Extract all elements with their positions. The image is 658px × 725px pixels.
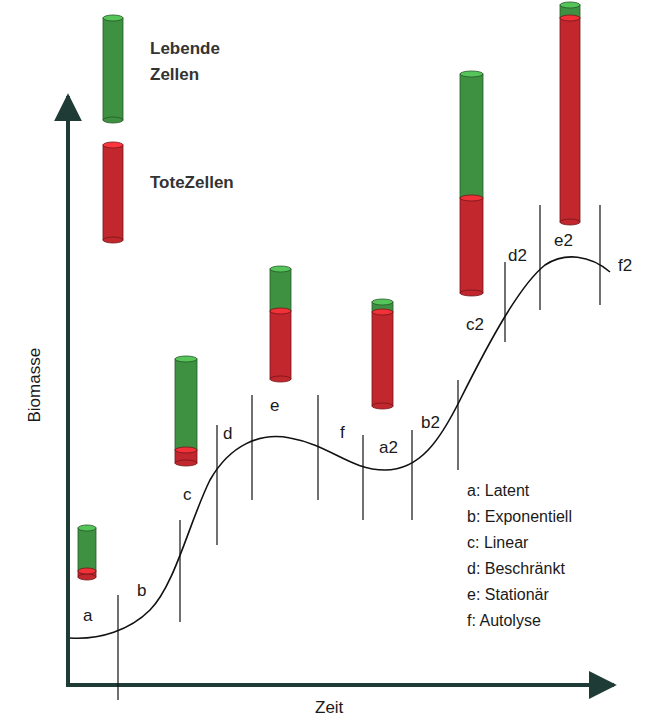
phase-letter: f2 (618, 256, 632, 276)
axis-title: Biomasse (25, 348, 45, 423)
phase-key: f: Autolyse (467, 611, 541, 630)
phase-letter: c2 (466, 315, 484, 335)
phase-letter: c (183, 485, 192, 505)
phase-letter: d2 (508, 246, 527, 266)
phase-letter: d (223, 424, 232, 444)
phase-letter: b (137, 581, 146, 601)
phase-letter: e (270, 396, 279, 416)
cell-cylinder (78, 525, 96, 580)
cell-cylinder (372, 299, 393, 409)
phase-letter: a (83, 606, 92, 626)
y-axis (66, 96, 70, 685)
cell-cylinder (175, 356, 197, 466)
phase-dividers (118, 205, 600, 700)
axis-title: Zeit (315, 698, 343, 718)
phase-letter: a2 (379, 438, 398, 458)
phase-key: a: Latent (467, 481, 529, 500)
legend-swatch (101, 141, 125, 244)
phase-key: e: Stationär (467, 585, 549, 604)
phase-key: b: Exponentiell (467, 507, 572, 526)
cell-cylinder (460, 71, 483, 296)
phase-key: c: Linear (467, 533, 528, 552)
phase-letter: b2 (421, 413, 440, 433)
legend-label: ToteZellen (150, 170, 280, 196)
legend-label: Lebende Zellen (150, 36, 260, 89)
phase-letter: e2 (554, 231, 573, 251)
cell-cylinders (78, 2, 580, 580)
legend-swatch (101, 14, 125, 124)
growth-curve (70, 257, 610, 638)
cell-cylinder (270, 266, 291, 382)
cell-cylinder (560, 2, 580, 225)
x-axis (66, 683, 614, 687)
phase-key: d: Beschränkt (467, 559, 565, 578)
phase-letter: f (340, 423, 345, 443)
